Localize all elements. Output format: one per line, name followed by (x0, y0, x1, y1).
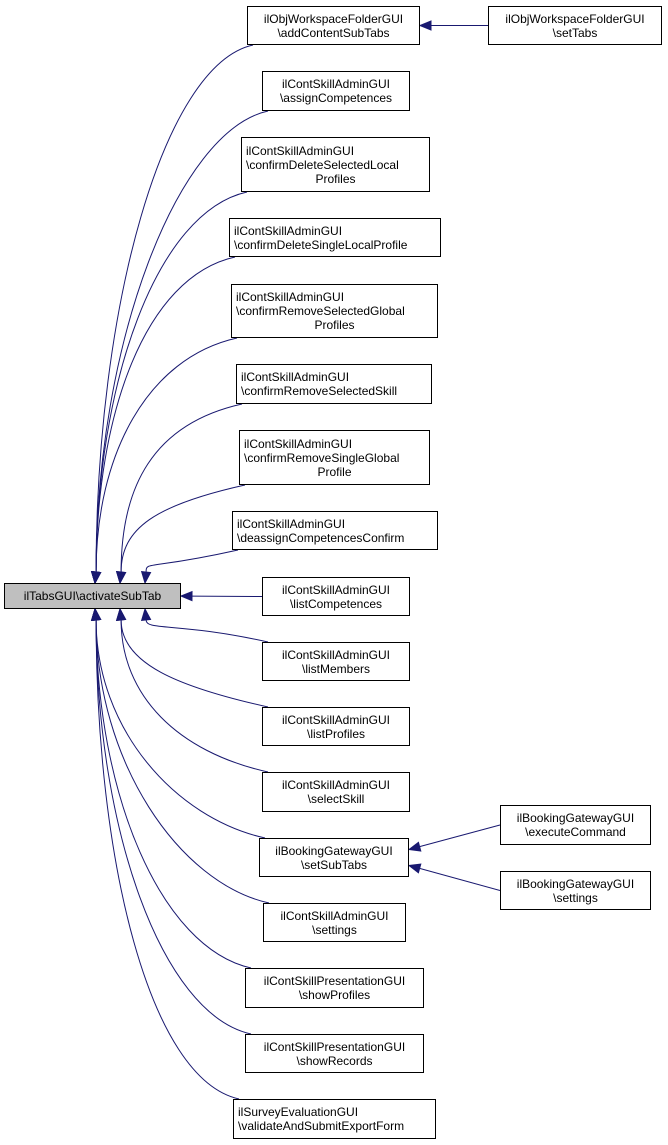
node-method-label: Profile (317, 464, 352, 479)
call-edge (145, 549, 239, 573)
edge-arrowhead (140, 571, 152, 585)
caller-node-n4[interactable]: ilContSkillAdminGUI\confirmDeleteSingleL… (229, 218, 441, 257)
node-method-label: \showProfiles (298, 988, 371, 1002)
node-class-label: ilContSkillAdminGUI (281, 77, 391, 91)
node-method-label: \confirmDeleteSelectedLocal (246, 157, 399, 172)
caller-node-n9[interactable]: ilContSkillAdminGUI\listCompetences (262, 577, 410, 616)
call-edge (95, 44, 254, 573)
call-edge (95, 619, 270, 904)
call-edge (120, 403, 243, 573)
call-edge (95, 619, 252, 969)
node-class-label: ilBookingGatewayGUI (516, 876, 635, 891)
edge-arrowhead (179, 590, 193, 602)
node-method-label: \confirmRemoveSelectedSkill (241, 384, 398, 398)
call-edge (120, 619, 269, 773)
node-class-label: ilContSkillAdminGUI (237, 516, 346, 531)
node-class-label: ilObjWorkspaceFolderGUI (263, 11, 404, 26)
edge-arrowhead (407, 841, 422, 852)
node-class-label: ilContSkillAdminGUI (236, 290, 345, 304)
caller-node-n1[interactable]: ilObjWorkspaceFolderGUI\addContentSubTab… (247, 6, 420, 45)
caller-node-n12[interactable]: ilContSkillAdminGUI\selectSkill (262, 772, 410, 812)
call-edge (95, 619, 240, 1100)
node-class-label: ilContSkillAdminGUI (280, 908, 389, 923)
caller-node-n17[interactable]: ilSurveyEvaluationGUI\validateAndSubmitE… (233, 1099, 436, 1139)
node-class-label: ilBookingGatewayGUI (275, 843, 393, 858)
node-method-label: \setTabs (552, 25, 598, 40)
node-class-label: ilBookingGatewayGUI (516, 811, 635, 825)
node-method-label: \addContentSubTabs (277, 25, 390, 40)
node-class-label: ilObjWorkspaceFolderGUI (505, 11, 645, 26)
node-method-label: \settings (312, 922, 357, 937)
node-method-label: \showRecords (296, 1053, 373, 1068)
node-class-label: ilContSkillAdminGUI (234, 223, 343, 238)
caller-node-n5[interactable]: ilContSkillAdminGUI\confirmRemoveSelecte… (231, 284, 438, 338)
call-edge (120, 619, 269, 708)
edge-arrowhead (140, 607, 152, 621)
caller-node-n8[interactable]: ilContSkillAdminGUI\deassignCompetencesC… (232, 511, 438, 550)
node-class-label: ilContSkillPresentationGUI (263, 974, 406, 988)
caller-node-n1a[interactable]: ilObjWorkspaceFolderGUI\setTabs (488, 6, 662, 45)
node-method-label: \selectSkill (307, 792, 365, 806)
edge-arrowhead (418, 20, 432, 31)
node-method-label: \assignCompetences (279, 91, 393, 105)
node-method-label: \deassignCompetencesConfirm (237, 530, 405, 545)
caller-node-n11[interactable]: ilContSkillAdminGUI\listProfiles (262, 707, 410, 746)
node-method-label: Profiles (315, 171, 356, 186)
caller-node-n14[interactable]: ilContSkillAdminGUI\settings (263, 903, 406, 942)
call-edge (145, 619, 269, 643)
caller-node-n13b[interactable]: ilBookingGatewayGUI\settings (500, 871, 651, 910)
node-class-label: ilContSkillAdminGUI (281, 778, 391, 792)
caller-node-n13[interactable]: ilBookingGatewayGUI\setSubTabs (259, 838, 409, 877)
node-method-label: \settings (553, 890, 598, 905)
node-class-label: ilTabsGUI\activateSubTab (23, 589, 162, 603)
edge-arrowhead (115, 607, 127, 621)
call-edge (95, 619, 252, 1035)
caller-node-n7[interactable]: ilContSkillAdminGUI\confirmRemoveSingleG… (239, 430, 430, 485)
caller-node-n10[interactable]: ilContSkillAdminGUI\listMembers (262, 642, 410, 681)
caller-node-n2[interactable]: ilContSkillAdminGUI\assignCompetences (262, 71, 410, 111)
caller-node-n6[interactable]: ilContSkillAdminGUI\confirmRemoveSelecte… (236, 364, 432, 404)
node-class-label: ilSurveyEvaluationGUI (238, 1105, 359, 1119)
call-edge (419, 867, 501, 891)
call-edge (95, 191, 248, 573)
node-method-label: \executeCommand (525, 825, 626, 839)
node-method-label: \confirmRemoveSelectedGlobal (236, 304, 405, 318)
root-function-node[interactable]: ilTabsGUI\activateSubTab (4, 583, 181, 609)
caller-node-n13a[interactable]: ilBookingGatewayGUI\executeCommand (500, 805, 651, 845)
edge-arrowhead (90, 571, 102, 585)
node-class-label: ilContSkillAdminGUI (281, 712, 391, 727)
call-edge (95, 256, 236, 573)
node-method-label: \confirmDeleteSingleLocalProfile (234, 237, 408, 252)
node-class-label: ilContSkillAdminGUI (244, 436, 353, 451)
edge-arrowhead (115, 571, 127, 585)
node-class-label: ilContSkillAdminGUI (281, 647, 391, 662)
caller-node-n16[interactable]: ilContSkillPresentationGUI\showRecords (245, 1034, 424, 1073)
node-method-label: \listProfiles (306, 726, 365, 741)
node-method-label: \confirmRemoveSingleGlobal (244, 450, 400, 465)
call-edge (95, 110, 269, 573)
node-method-label: \setSubTabs (300, 857, 368, 872)
call-edge (95, 337, 238, 573)
call-edge (419, 824, 501, 848)
node-method-label: \validateAndSubmitExportForm (238, 1119, 405, 1133)
edge-arrowhead (90, 607, 102, 621)
caller-node-n15[interactable]: ilContSkillPresentationGUI\showProfiles (245, 968, 424, 1008)
node-class-label: ilContSkillAdminGUI (281, 582, 391, 597)
caller-node-n3[interactable]: ilContSkillAdminGUI\confirmDeleteSelecte… (241, 137, 430, 192)
call-edge (120, 484, 246, 573)
node-class-label: ilContSkillPresentationGUI (263, 1039, 406, 1054)
edge-arrowhead (407, 863, 422, 874)
call-edge (95, 619, 266, 839)
node-class-label: ilContSkillAdminGUI (241, 370, 350, 384)
node-class-label: ilContSkillAdminGUI (246, 143, 355, 158)
node-method-label: \listCompetences (289, 596, 383, 611)
node-method-label: Profiles (314, 318, 355, 332)
node-method-label: \listMembers (301, 661, 370, 676)
